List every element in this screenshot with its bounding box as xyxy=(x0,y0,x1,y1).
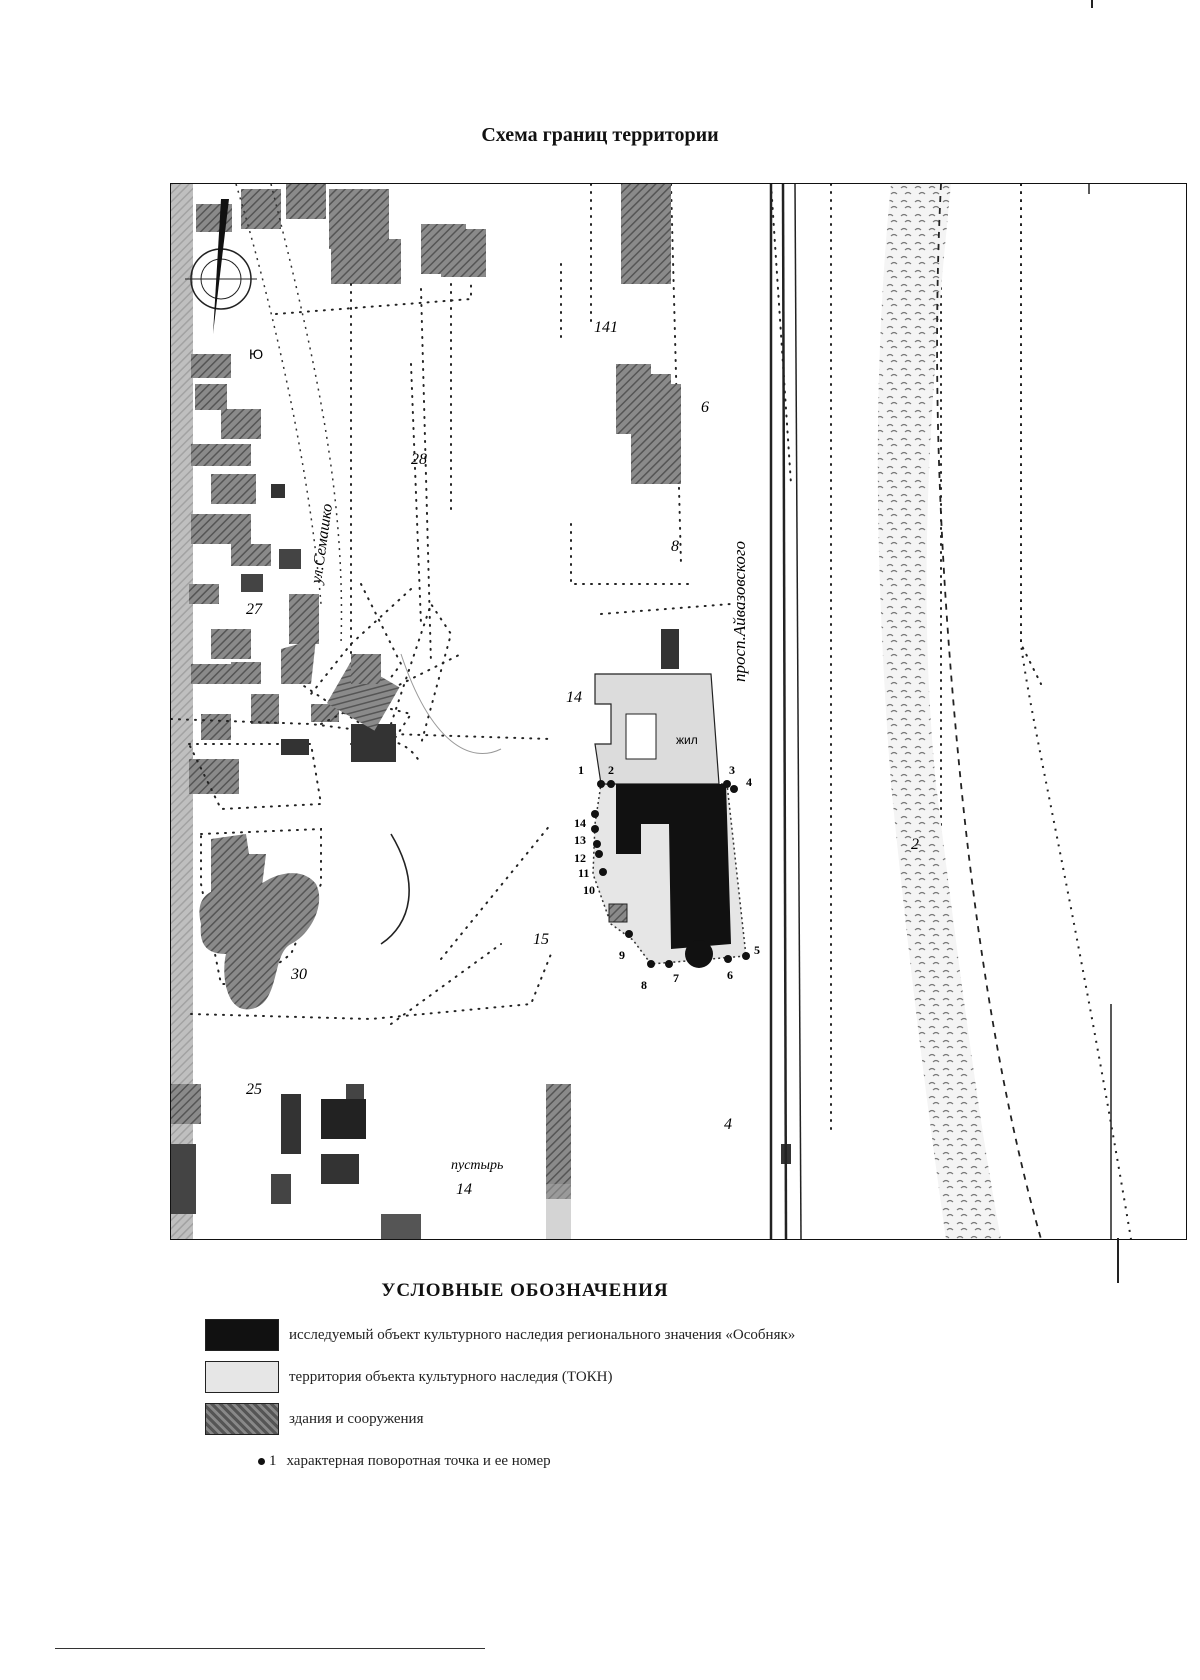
block-boundaries xyxy=(171,184,1042,1145)
corner-label-8: 8 xyxy=(641,978,647,992)
corner-label-3: 3 xyxy=(729,763,735,777)
legend-swatch-buildings xyxy=(205,1403,279,1435)
crop-mark xyxy=(1091,0,1093,8)
legend-item-territory: территория объекта культурного наследия … xyxy=(205,1360,613,1394)
legend-title: УСЛОВНЫЕ ОБОЗНАЧЕНИЯ xyxy=(381,1280,669,1301)
corner-point-labels: 1 2 3 4 5 6 7 8 9 10 11 12 13 14 xyxy=(574,763,760,992)
block-label-14: 14 xyxy=(566,689,582,706)
building-zhil: жил xyxy=(594,673,720,785)
block-label-25: 25 xyxy=(246,1081,262,1098)
corner-label-1: 1 xyxy=(578,763,584,777)
map-frame[interactable]: Ю ул.Семашко xyxy=(170,183,1187,1240)
legend-label-buildings: здания и сооружения xyxy=(289,1410,424,1427)
legend-item-buildings: здания и сооружения xyxy=(205,1402,423,1436)
studied-object-apse xyxy=(685,940,713,968)
legend-label-point: характерная поворотная точка и ее номер xyxy=(286,1452,551,1469)
legend-label-territory: территория объекта культурного наследия … xyxy=(289,1368,613,1385)
corner-label-2: 2 xyxy=(608,763,614,777)
buildings-central xyxy=(211,184,681,894)
corner-label-11: 11 xyxy=(578,866,589,880)
small-structure xyxy=(608,903,628,923)
compass-label: Ю xyxy=(249,346,263,362)
building-30 xyxy=(199,873,320,1010)
park-path-2 xyxy=(400,653,502,754)
legend-swatch-territory xyxy=(205,1361,279,1393)
left-building-cluster xyxy=(171,184,486,1239)
block-label-27: 27 xyxy=(246,601,263,618)
block-label-30: 30 xyxy=(290,966,307,983)
corner-label-12: 12 xyxy=(574,851,586,865)
block-label-4: 4 xyxy=(724,1116,732,1133)
footer-line xyxy=(55,1648,485,1649)
legend-point-dot xyxy=(258,1457,265,1465)
street-label-aivazovskogo: просп.Айвазовского xyxy=(730,541,749,682)
corner-label-14: 14 xyxy=(574,816,586,830)
legend-label-object: исследуемый объект культурного наследия … xyxy=(289,1326,796,1343)
block-labels: 28 27 30 25 14 15 8 6 4 2 141 14 пустырь xyxy=(246,319,919,1198)
studied-object xyxy=(616,784,731,949)
street-label-semashko: ул.Семашко xyxy=(308,503,336,587)
wasteland-label: пустырь xyxy=(451,1158,503,1173)
block-label-14-bottom: 14 xyxy=(456,1181,472,1198)
buildings-bottom xyxy=(171,1084,791,1239)
corner-label-7: 7 xyxy=(673,971,679,985)
corner-label-9: 9 xyxy=(619,948,625,962)
legend-item-point: 1 характерная поворотная точка и ее номе… xyxy=(258,1444,551,1478)
prospekt-aivazovskogo: просп.Айвазовского xyxy=(730,184,802,1239)
building-label: жил xyxy=(676,733,698,747)
park-path xyxy=(380,833,410,945)
block-label-2: 2 xyxy=(911,836,919,853)
shore-area xyxy=(877,184,1132,1239)
crop-mark-bottom xyxy=(1117,1238,1119,1283)
legend-point-number: 1 xyxy=(269,1452,277,1469)
corner-label-10: 10 xyxy=(583,883,595,897)
corner-label-5: 5 xyxy=(754,943,760,957)
corner-label-4: 4 xyxy=(746,775,752,789)
legend-swatch-object xyxy=(205,1319,279,1351)
block-label-141: 141 xyxy=(594,319,618,336)
block-label-8: 8 xyxy=(671,538,679,555)
corner-label-6: 6 xyxy=(727,968,733,982)
legend-item-object: исследуемый объект культурного наследия … xyxy=(205,1318,795,1352)
corner-label-13: 13 xyxy=(574,833,586,847)
corner-points xyxy=(591,780,750,968)
block-label-6: 6 xyxy=(701,399,709,416)
block-label-15: 15 xyxy=(533,931,549,948)
block-label-28: 28 xyxy=(411,451,427,468)
map-canvas[interactable]: Ю ул.Семашко xyxy=(171,184,1186,1239)
page-title: Схема границ территории xyxy=(481,124,719,146)
compass-rose: Ю xyxy=(185,199,263,362)
